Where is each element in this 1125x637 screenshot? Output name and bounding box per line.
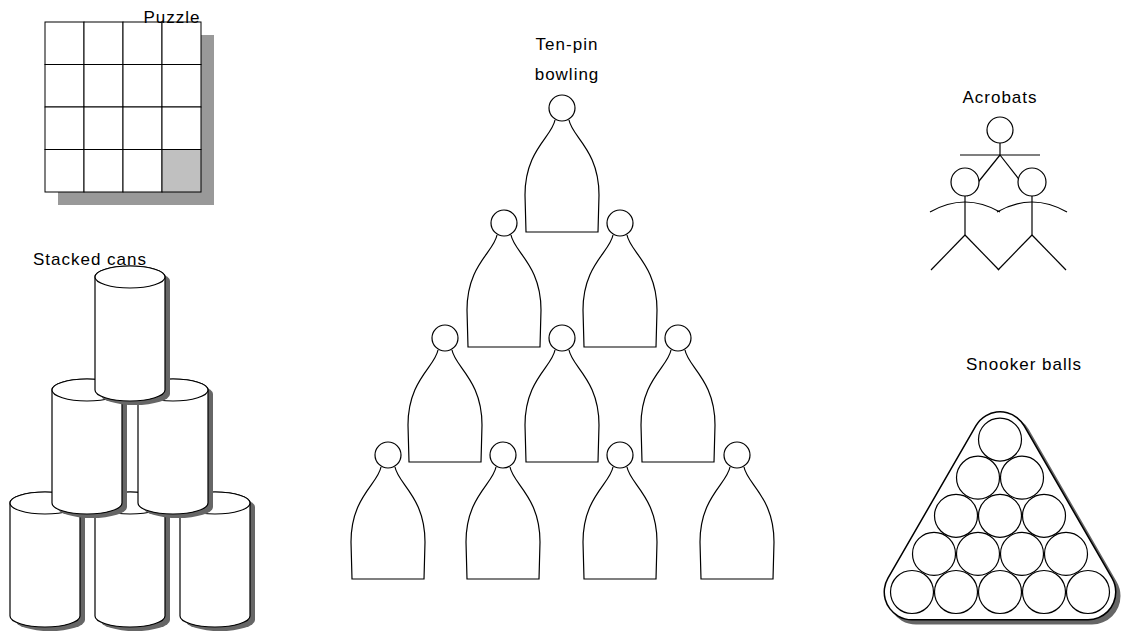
puzzle-cell — [45, 65, 84, 108]
snooker-ball — [979, 418, 1022, 461]
snooker-ball — [979, 494, 1022, 537]
puzzle-cell — [84, 107, 123, 150]
pin-head — [491, 210, 517, 236]
acrobat-arms — [930, 202, 1000, 212]
puzzle-cell — [123, 150, 162, 193]
figure-title: Puzzle — [92, 3, 252, 33]
snooker-ball — [1001, 456, 1044, 499]
pin-head — [607, 442, 633, 468]
pin-body — [525, 120, 599, 232]
puzzle-cell — [162, 22, 201, 65]
pin-body — [700, 467, 774, 579]
pin-head — [490, 442, 516, 468]
acrobat-head — [987, 117, 1013, 143]
snooker-ball — [913, 532, 956, 575]
snooker-ball — [935, 571, 978, 614]
bowling-pin — [525, 325, 599, 462]
pin-body — [641, 350, 715, 462]
pin-head — [375, 442, 401, 468]
pin-body — [583, 235, 657, 347]
acrobat-head — [951, 168, 979, 196]
snooker-ball — [1023, 494, 1066, 537]
snooker-ball — [979, 571, 1022, 614]
snooker-ball — [935, 494, 978, 537]
pin-body — [351, 467, 425, 579]
acrobat-arms — [997, 202, 1067, 212]
bowling-pin — [583, 210, 657, 347]
bowling-pin — [525, 95, 599, 232]
pin-body — [467, 235, 541, 347]
acrobat-leg — [1032, 235, 1066, 270]
pin-head — [607, 210, 633, 236]
acrobat-body — [999, 143, 1000, 155]
rack-fill — [912, 440, 1088, 592]
pin-body — [408, 350, 482, 462]
can-side — [95, 266, 165, 401]
acrobat-leg — [965, 235, 999, 270]
figure-title: Ten-pin bowling — [521, 30, 613, 90]
puzzle-cell — [84, 22, 123, 65]
puzzle-cell — [84, 65, 123, 108]
snooker-ball — [891, 571, 934, 614]
figure-title: Snooker balls — [934, 350, 1114, 380]
pin-body — [583, 467, 657, 579]
snooker-ball — [1001, 532, 1044, 575]
snooker-ball — [1023, 571, 1066, 614]
acrobat-leg — [931, 235, 965, 270]
pin-head — [665, 325, 691, 351]
bowling-pin — [583, 442, 657, 579]
rack-outline — [912, 440, 1088, 592]
acrobat-head — [1018, 168, 1046, 196]
bowling-pin — [467, 210, 541, 347]
acrobats-figure — [930, 117, 1067, 270]
snooker-ball — [957, 532, 1000, 575]
puzzle-cell — [162, 65, 201, 108]
snooker-ball — [1067, 571, 1110, 614]
bowling-pin — [408, 325, 482, 462]
pin-head — [549, 325, 575, 351]
figure-title: Stacked cans — [5, 245, 175, 275]
puzzle-cell — [162, 150, 201, 193]
puzzle-cell — [45, 107, 84, 150]
figure-title: Acrobats — [925, 83, 1075, 113]
snooker-ball — [957, 456, 1000, 499]
can-top — [95, 266, 165, 288]
puzzle-cell — [123, 65, 162, 108]
snooker-ball — [1045, 532, 1088, 575]
puzzle-cell — [162, 107, 201, 150]
acrobat-leg — [998, 235, 1032, 270]
cans-figure — [10, 266, 255, 631]
pin-head — [724, 442, 750, 468]
puzzle-cell — [45, 150, 84, 193]
can — [95, 266, 170, 405]
snooker-figure — [891, 418, 1110, 613]
puzzle-cell — [123, 22, 162, 65]
puzzle-figure — [45, 22, 214, 205]
bowling-figure — [351, 95, 774, 579]
bowling-pin — [700, 442, 774, 579]
bowling-pin — [466, 442, 540, 579]
pin-head — [432, 325, 458, 351]
bowling-pin — [351, 442, 425, 579]
puzzle-cell — [123, 107, 162, 150]
pin-head — [549, 95, 575, 121]
pin-body — [466, 467, 540, 579]
puzzle-cell — [45, 22, 84, 65]
puzzle-cell — [84, 150, 123, 193]
bowling-pin — [641, 325, 715, 462]
pin-body — [525, 350, 599, 462]
